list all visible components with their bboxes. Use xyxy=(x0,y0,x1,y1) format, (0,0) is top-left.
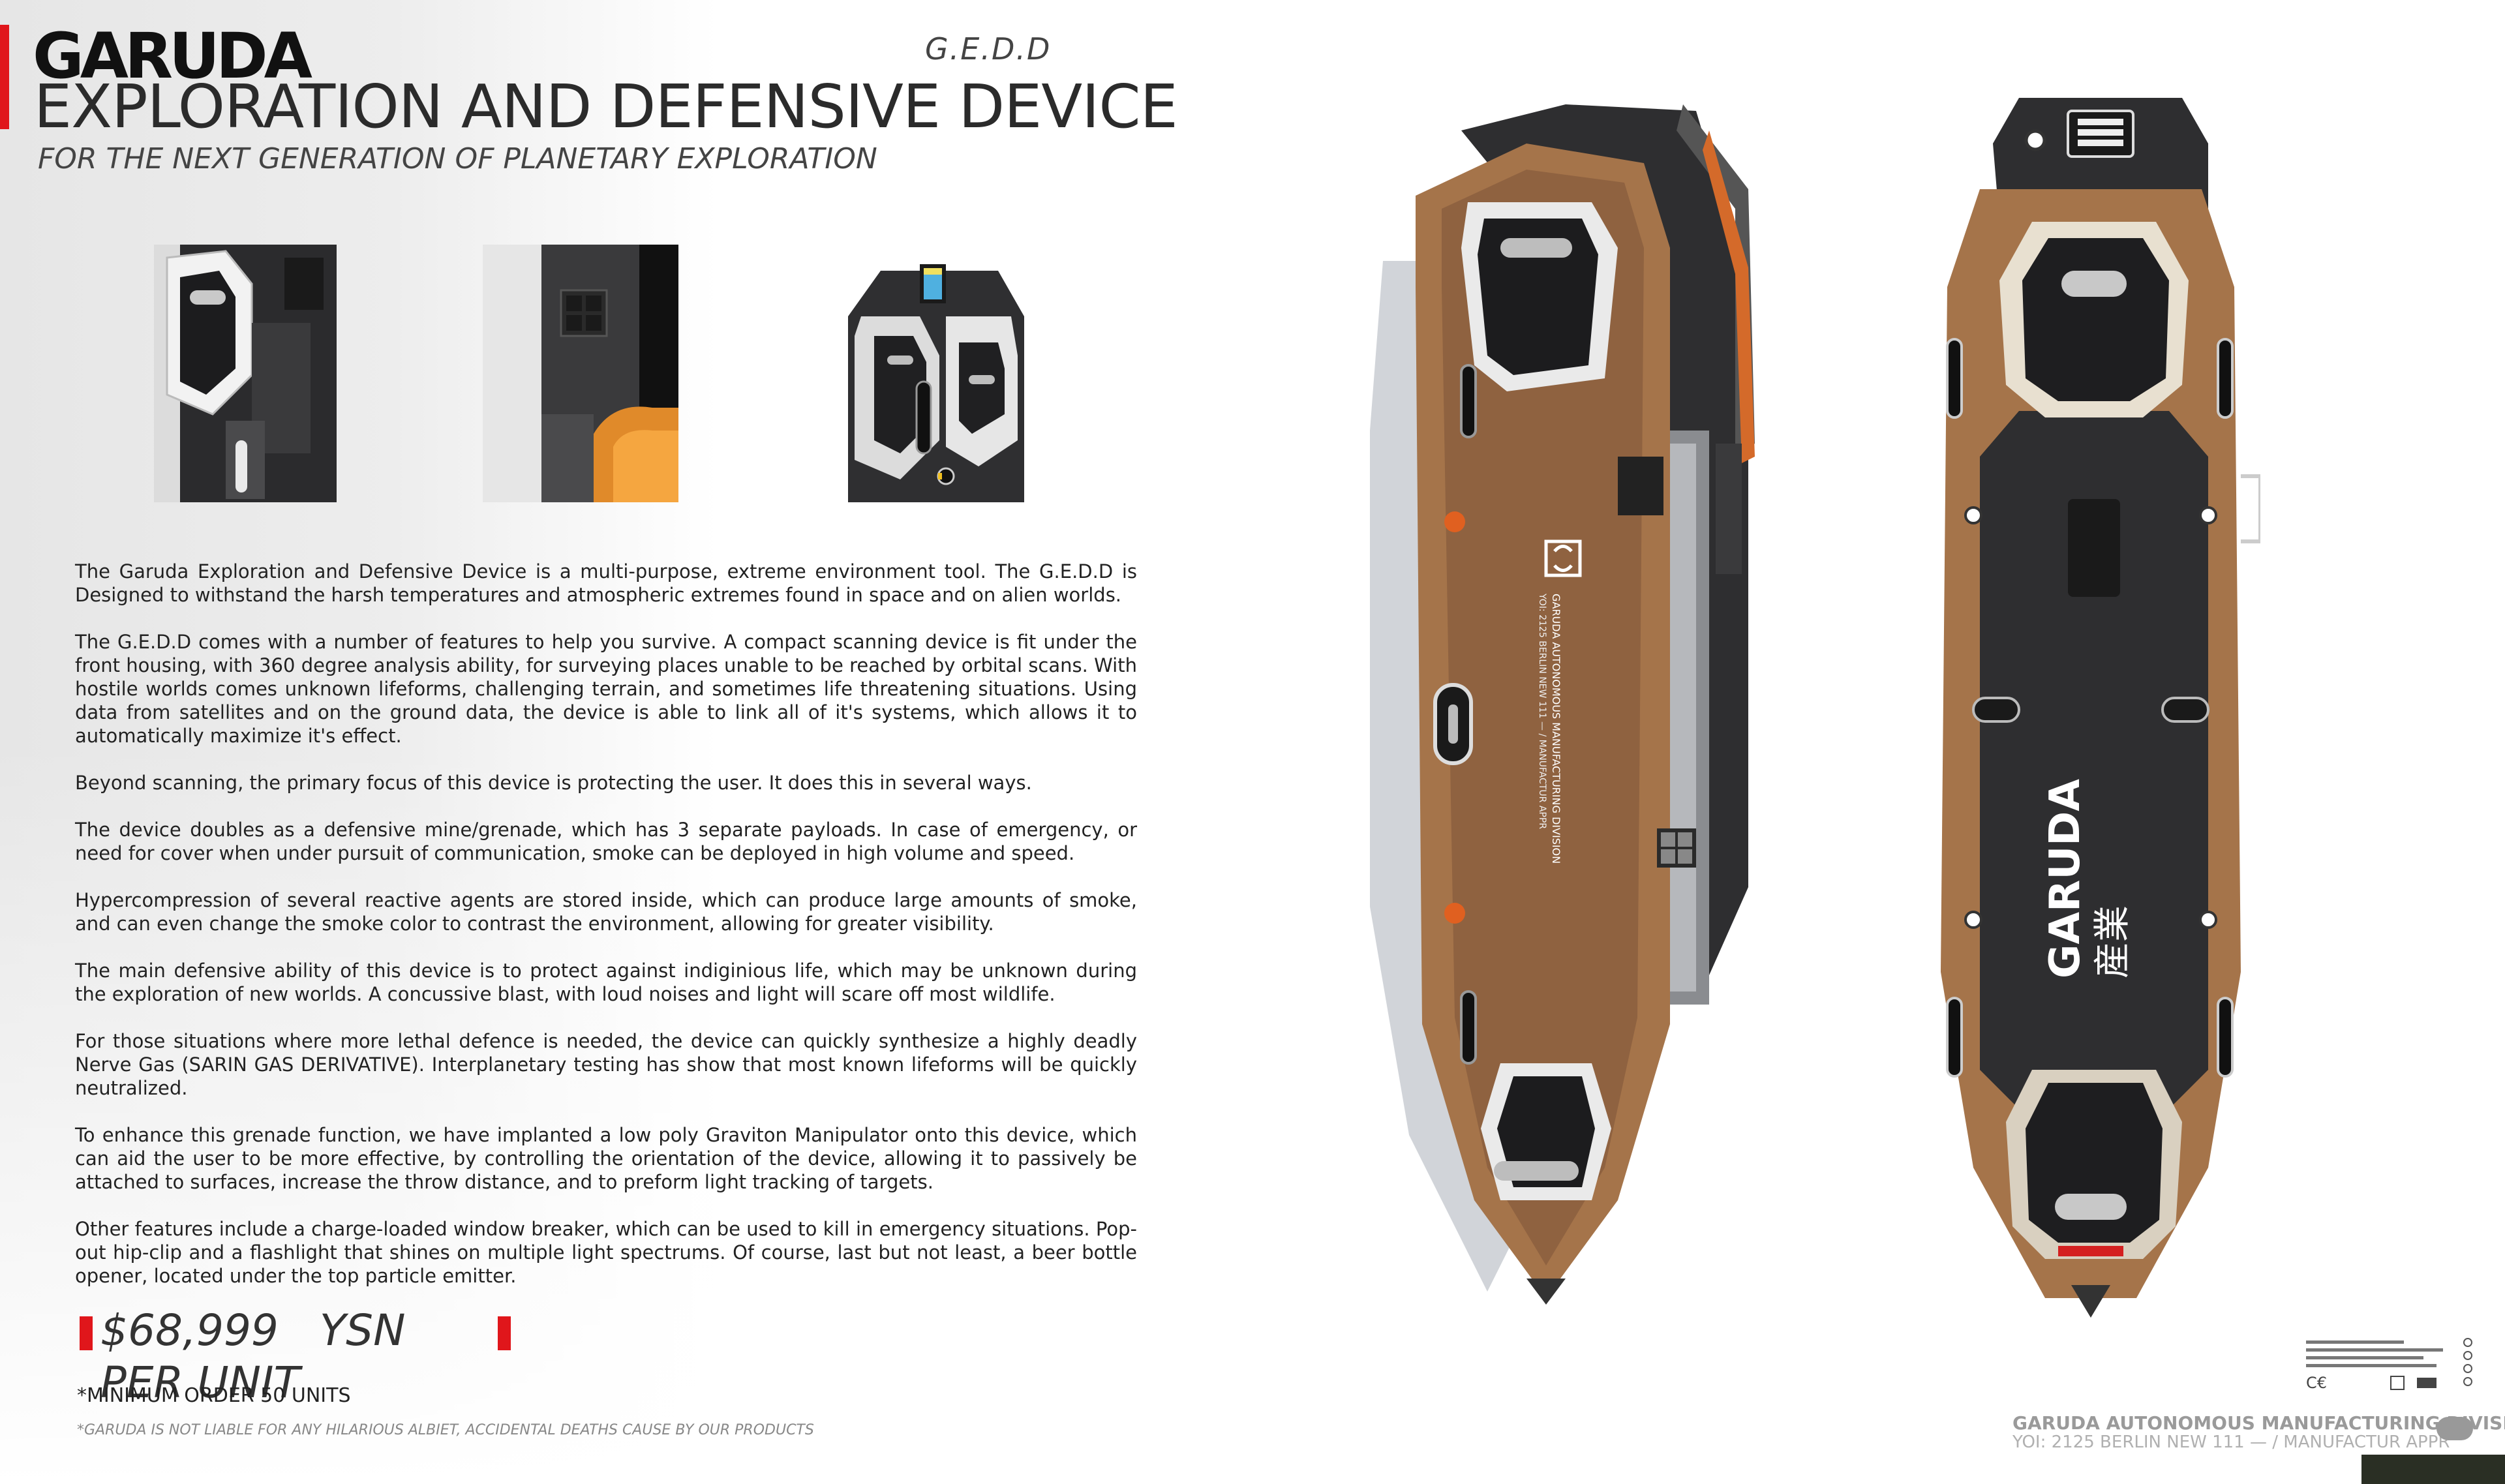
price-left-bar xyxy=(80,1316,93,1350)
detail-thumbnail-top-housing xyxy=(154,245,337,502)
paragraph: Beyond scanning, the primary focus of th… xyxy=(75,772,1032,794)
device-side-view: GARUDA AUTONOMOUS MANUFACTURING DIVISION… xyxy=(1370,104,1755,1305)
disclaimer: *GARUDA IS NOT LIABLE FOR ANY HILARIOUS … xyxy=(77,1422,814,1438)
device-side-print-1: GARUDA AUTONOMOUS MANUFACTURING DIVISION xyxy=(1550,594,1562,864)
price-right-bar xyxy=(498,1316,511,1350)
detail-thumbnail-side-grip xyxy=(483,245,678,502)
minimum-order: *MINIMUM ORDER 50 UNITS xyxy=(77,1384,351,1407)
paragraph: The device doubles as a defensive mine/g… xyxy=(75,819,1137,864)
product-code: G.E.D.D xyxy=(925,31,1052,67)
footer-division: GARUDA AUTONOMOUS MANUFACTURING DIVISION xyxy=(2012,1412,2505,1434)
device-front-logo-jp: 産業 xyxy=(2091,905,2134,978)
paragraph: The Garuda Exploration and Defensive Dev… xyxy=(75,560,1137,606)
description-body: The Garuda Exploration and Defensive Dev… xyxy=(75,560,1137,1311)
svg-text:C€: C€ xyxy=(2306,1374,2327,1392)
device-front-view: GARUDA 産業 xyxy=(1941,98,2260,1318)
paragraph: The main defensive ability of this devic… xyxy=(75,960,1137,1005)
page-title: EXPLORATION AND DEFENSIVE DEVICE xyxy=(34,72,1178,142)
brand-logo: GARUDA xyxy=(33,20,312,93)
footer-logo-icon xyxy=(2437,1417,2473,1440)
price-text: $68,999 YSN PER UNIT xyxy=(100,1305,461,1408)
accent-red-bar xyxy=(0,25,9,129)
device-side-print-2: YOI: 2125 BERLIN NEW 111 — / MANUFACTUR … xyxy=(1537,593,1547,829)
device-front-logo: GARUDA xyxy=(2041,779,2089,978)
paragraph: For those situations where more lethal d… xyxy=(75,1030,1137,1099)
paragraph: The G.E.D.D comes with a number of featu… xyxy=(75,631,1137,747)
paragraph: Hypercompression of several reactive age… xyxy=(75,889,1137,935)
spec-label-graphic: C€ xyxy=(2306,1338,2472,1392)
corner-dark-patch xyxy=(2361,1455,2505,1484)
footer-address: YOI: 2125 BERLIN NEW 111 — / MANUFACTUR … xyxy=(2012,1432,2450,1452)
paragraph: To enhance this grenade function, we hav… xyxy=(75,1124,1137,1193)
page-subtitle: FOR THE NEXT GENERATION OF PLANETARY EXP… xyxy=(38,142,877,175)
detail-thumbnail-top-end xyxy=(828,245,1057,502)
paragraph: Other features include a charge-loaded w… xyxy=(75,1218,1137,1287)
